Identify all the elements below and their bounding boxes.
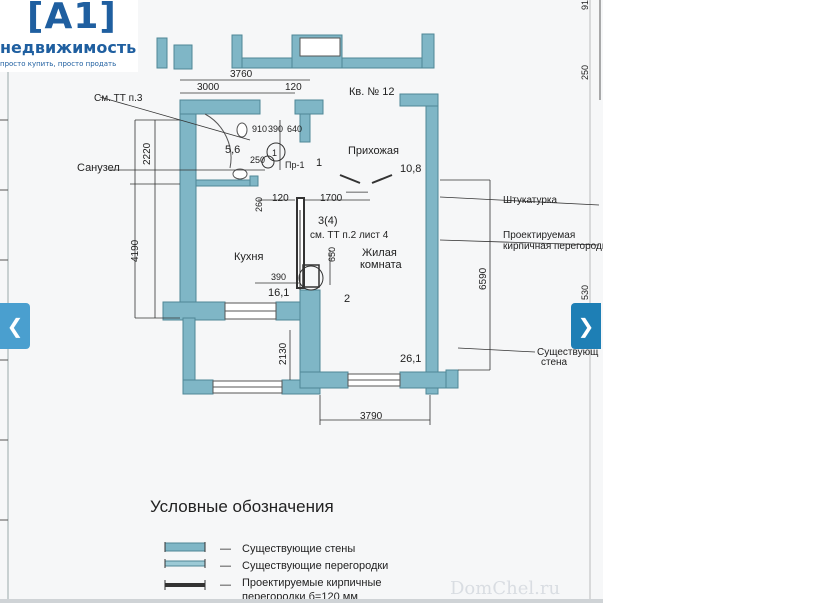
- dim-4190: 4190: [130, 239, 141, 262]
- legend-label-2: Существующие перегородки: [242, 560, 388, 572]
- note-existing-1: Существующ: [537, 347, 598, 358]
- floor-plan-drawing: —— 3760 3000 120 Кв. № 12 См. ТТ п.3 910…: [0, 0, 603, 603]
- next-image-button[interactable]: ❯: [571, 303, 601, 349]
- legend-title: Условные обозначения: [150, 497, 334, 516]
- dim-3760: 3760: [230, 69, 253, 80]
- scan-bottom-edge: [0, 599, 603, 603]
- dim-250: 250: [250, 155, 265, 165]
- dim-120-top: 120: [285, 82, 302, 93]
- dim-120-mid: 120: [272, 193, 289, 204]
- dim-2220: 2220: [142, 142, 153, 165]
- dim-3000: 3000: [197, 82, 220, 93]
- living-room-label-1: Жилая: [362, 247, 397, 259]
- note-existing-2: стена: [541, 357, 568, 368]
- blank-area: [603, 0, 819, 603]
- floor-plan-scan: —— 3760 3000 120 Кв. № 12 См. ТТ п.3 910…: [0, 0, 603, 603]
- watermark-text: DomChel.ru: [450, 578, 561, 599]
- dim-530-edge: 530: [580, 285, 590, 300]
- bathroom-label: Санузел: [77, 162, 120, 174]
- section-marker-3-4: 3(4): [318, 215, 338, 227]
- dim-910-top: 910: [252, 124, 267, 134]
- door-pr1: Пр-1: [285, 160, 304, 170]
- living-area: 26,1: [400, 353, 421, 365]
- dim-260: 260: [254, 197, 264, 212]
- note-planned-2: кирпичная перегородка: [503, 241, 603, 252]
- legend-dash-3: —: [220, 579, 231, 591]
- dim-3790: 3790: [360, 411, 383, 422]
- note-planned-1: Проектируемая: [503, 230, 575, 241]
- hallway-label: Прихожая: [348, 145, 399, 157]
- kitchen-area: 16,1: [268, 287, 289, 299]
- note-tt3: См. ТТ п.3: [94, 93, 143, 104]
- dim-910-edge: 910: [580, 0, 590, 10]
- logo-mark: [A1]: [27, 0, 117, 37]
- hallway-area: 10,8: [400, 163, 421, 175]
- apartment-number: Кв. № 12: [349, 86, 394, 98]
- bathroom-area: 5,6: [225, 144, 240, 156]
- logo-tagline: просто купить, просто продать: [0, 60, 117, 68]
- dim-1700: 1700: [320, 193, 343, 204]
- section-marker-2: 2: [344, 293, 350, 305]
- dim-390-kitchen: 390: [271, 272, 286, 282]
- note-tt2: см. ТТ п.2 лист 4: [310, 230, 389, 241]
- legend-label-1: Существующие стены: [242, 543, 355, 555]
- logo-name: недвижимость: [0, 38, 137, 57]
- legend-dash-2: —: [220, 560, 231, 572]
- dim-6590: 6590: [478, 267, 489, 290]
- legend-swatch-planned: [165, 583, 205, 587]
- site-logo[interactable]: [A1] недвижимость просто купить, просто …: [0, 0, 138, 72]
- circle-marker-1: 1: [272, 148, 277, 158]
- legend-swatch-partition: [164, 560, 206, 567]
- dim-250-edge: 250: [580, 65, 590, 80]
- chevron-right-icon: ❯: [577, 314, 595, 338]
- dim-650: 650: [327, 247, 337, 262]
- legend-swatch-wall: [164, 542, 206, 552]
- legend-label-3: Проектируемые кирпичные: [242, 577, 382, 589]
- kitchen-label: Кухня: [234, 251, 263, 263]
- living-room-label-2: комната: [360, 259, 402, 271]
- dim-390-top: 390: [268, 124, 283, 134]
- dim-640: 640: [287, 124, 302, 134]
- svg-text:——: ——: [346, 186, 368, 198]
- section-marker-1: 1: [316, 157, 322, 169]
- note-plaster: Штукатурка: [503, 195, 558, 206]
- dim-2130: 2130: [278, 342, 289, 365]
- prev-image-button[interactable]: ❮: [0, 303, 30, 349]
- chevron-left-icon: ❮: [6, 314, 24, 338]
- legend-dash-1: —: [220, 543, 231, 555]
